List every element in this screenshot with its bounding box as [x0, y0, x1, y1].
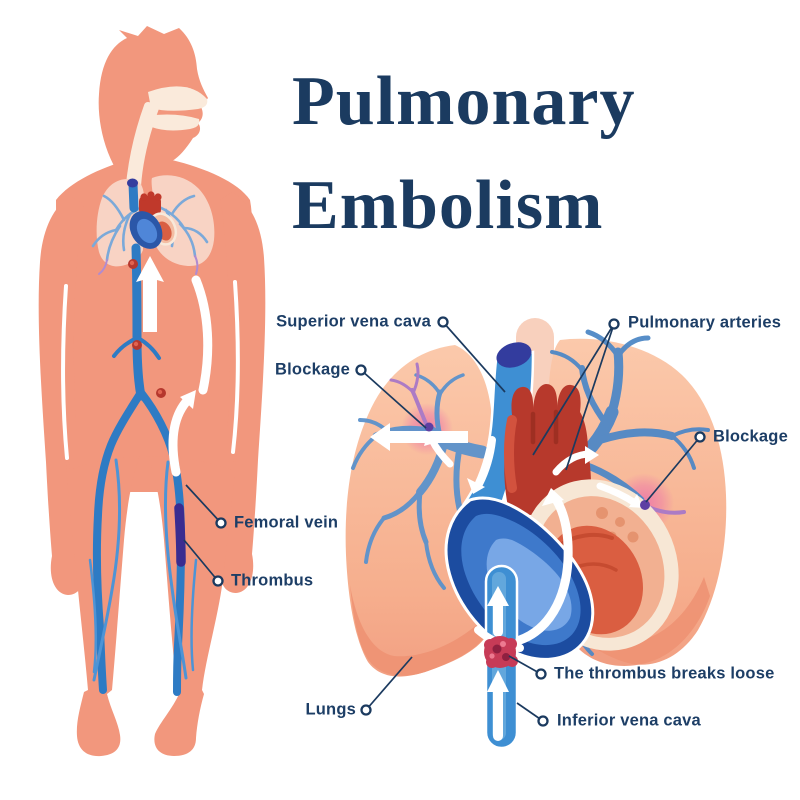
page-title: Pulmonary Embolism [292, 50, 635, 258]
mini-bronchi-purple [98, 255, 199, 275]
label-thrombus: Thrombus [231, 571, 314, 590]
body-silhouette [38, 26, 266, 757]
label-superior-vena-cava: Superior vena cava [276, 312, 431, 331]
left-lung-base [350, 585, 490, 676]
thrombus-embolus [484, 636, 518, 668]
leader-pulmonary-arteries-1 [532, 323, 615, 456]
mini-heart [129, 191, 178, 249]
leader-blockage-left [360, 369, 427, 429]
label-thrombus-breaks-loose: The thrombus breaks loose [554, 664, 775, 683]
label-inferior-vena-cava: Inferior vena cava [557, 711, 701, 730]
leader-superior-vena-cava [442, 321, 506, 393]
label-lungs: Lungs [305, 700, 356, 719]
label-blockage-left: Blockage [275, 360, 350, 379]
leader-lungs [365, 656, 413, 711]
blockage-clot-left [424, 422, 434, 432]
blockage-clot-right [640, 500, 650, 510]
lungs-diagram [345, 318, 727, 750]
label-pulmonary-arteries: Pulmonary arteries [628, 313, 782, 332]
leader-thrombus [183, 539, 219, 582]
body-flow-arrows [136, 256, 213, 477]
leader-dots [212, 316, 706, 727]
leader-blockage-right [645, 436, 701, 503]
title-line-2: Embolism [292, 167, 604, 244]
leader-lines [183, 316, 706, 727]
leader-pulmonary-arteries-2 [565, 323, 615, 471]
travelling-clots [128, 259, 166, 398]
femoral-thrombus-segment [174, 503, 186, 567]
label-femoral-vein: Femoral vein [234, 513, 339, 532]
leader-femoral-vein [185, 484, 222, 524]
label-blockage-right: Blockage [713, 427, 788, 446]
arm-torso-gaps [61, 280, 240, 460]
body-figure [38, 26, 266, 757]
title-line-1: Pulmonary [292, 63, 636, 140]
leader-thrombus-breaks-loose [508, 655, 542, 675]
